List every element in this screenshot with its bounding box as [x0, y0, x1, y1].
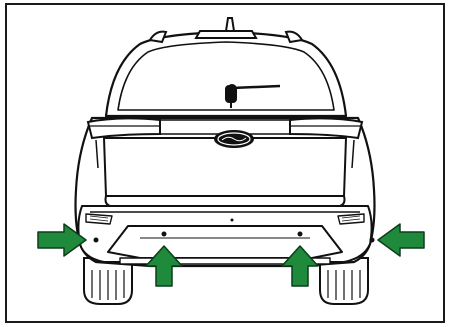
rear-window: [106, 32, 346, 116]
sensor-outer-right: [370, 238, 375, 243]
sensor-outer-left: [94, 238, 99, 243]
sensor-inner-left: [162, 232, 167, 237]
sensor-inner-right: [298, 232, 303, 237]
arrow-icon: [378, 224, 424, 256]
oval-emblem-icon: [214, 130, 254, 148]
